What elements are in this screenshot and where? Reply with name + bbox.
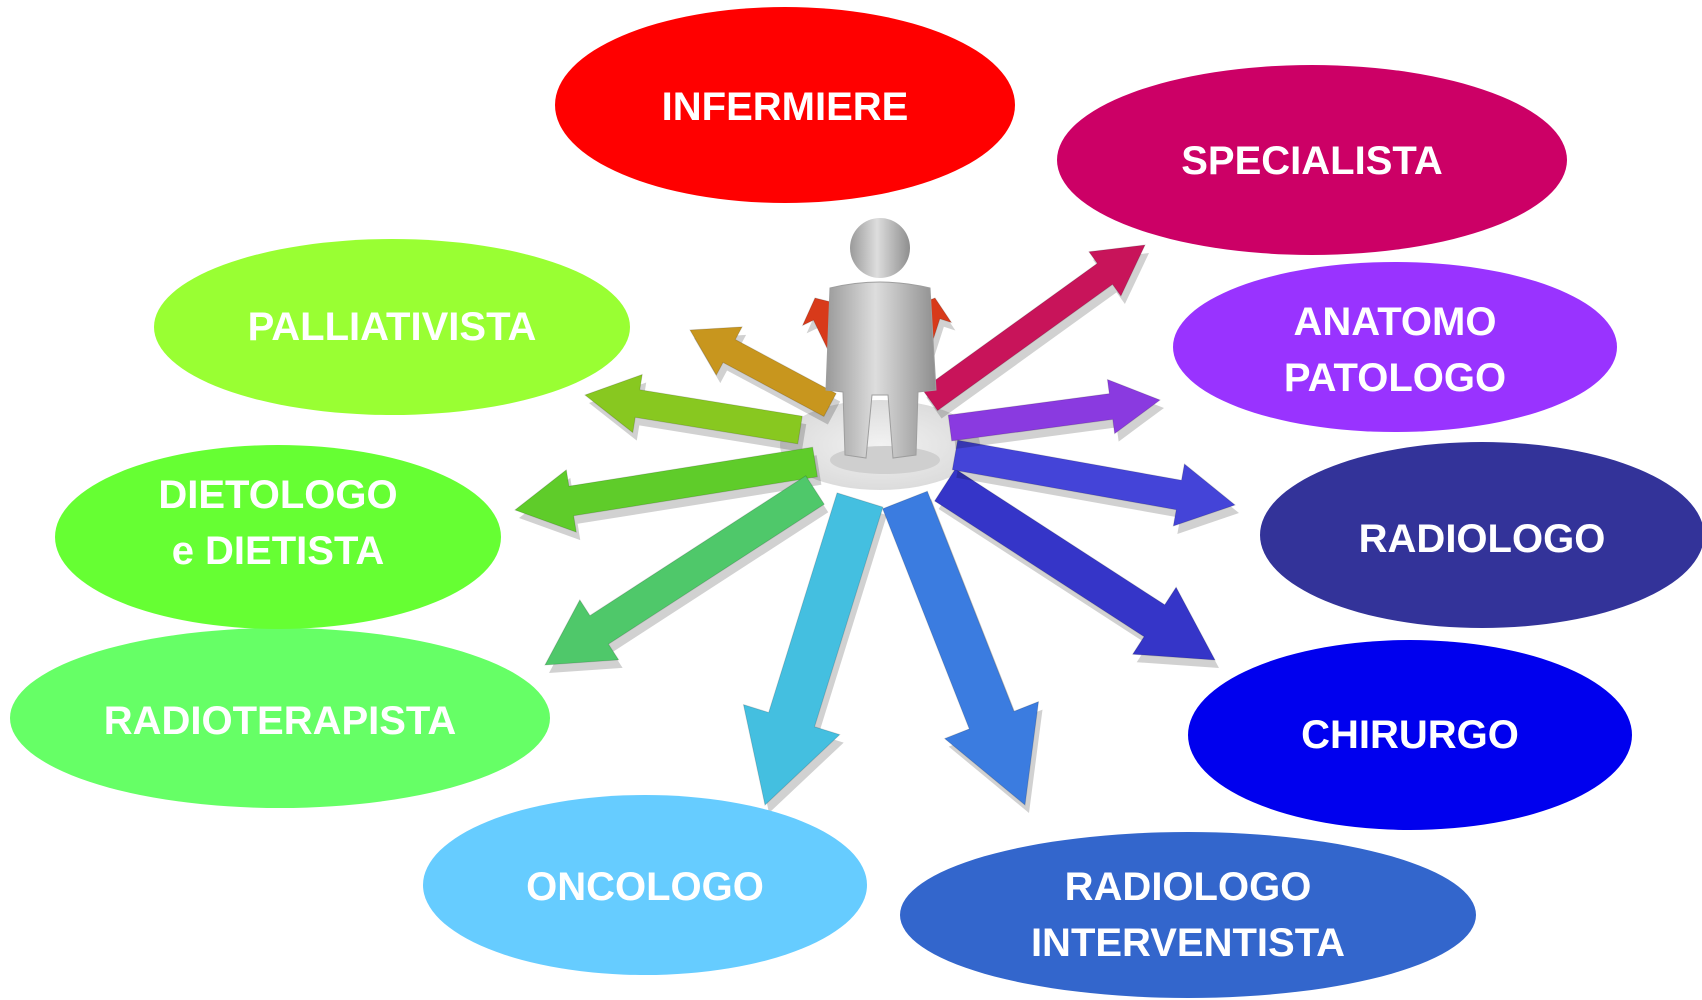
node-radioterapista: RADIOTERAPISTA	[10, 628, 550, 808]
node-palliativista: PALLIATIVISTA	[154, 239, 630, 415]
node-oncologo: ONCOLOGO	[423, 795, 867, 975]
node-dietologo-dietista: DIETOLOGO e DIETISTA	[55, 445, 501, 629]
node-chirurgo: CHIRURGO	[1188, 640, 1632, 830]
arrow	[689, 326, 837, 418]
node-ellipse	[1173, 262, 1617, 432]
arrow	[544, 475, 825, 666]
arrow	[882, 490, 1040, 806]
node-label: CHIRURGO	[1301, 713, 1519, 757]
node-label: DIETOLOGO	[158, 473, 397, 517]
node-specialista: SPECIALISTA	[1057, 65, 1567, 255]
nodes-group: INFERMIERE SPECIALISTA ANATOMO PATOLOGO RADI…	[10, 7, 1702, 998]
node-label: PALLIATIVISTA	[248, 305, 537, 349]
node-label: INFERMIERE	[662, 85, 909, 129]
figure-head	[850, 218, 910, 278]
node-label: RADIOTERAPISTA	[104, 699, 457, 743]
node-label: INTERVENTISTA	[1031, 921, 1345, 965]
person-figure	[825, 218, 940, 474]
figure-torso	[825, 281, 937, 459]
arrow	[947, 378, 1162, 442]
node-label: e DIETISTA	[172, 529, 385, 573]
node-label: SPECIALISTA	[1181, 139, 1443, 183]
node-radiologo: RADIOLOGO	[1260, 442, 1702, 628]
arrow	[513, 446, 818, 533]
node-radiologo-interventista: RADIOLOGO INTERVENTISTA	[900, 832, 1476, 998]
node-anatomo-patologo: ANATOMO PATOLOGO	[1173, 262, 1617, 432]
node-ellipse	[900, 832, 1476, 998]
node-ellipse	[55, 445, 501, 629]
arrows-group	[513, 244, 1239, 813]
node-ellipse	[423, 795, 867, 975]
node-label: PATOLOGO	[1284, 356, 1506, 400]
arrow	[933, 468, 1216, 661]
node-ellipse	[154, 239, 630, 415]
arrow	[742, 492, 884, 806]
node-label: RADIOLOGO	[1065, 865, 1312, 909]
node-label: RADIOLOGO	[1359, 517, 1606, 561]
node-ellipse	[555, 7, 1015, 203]
node-label: ONCOLOGO	[526, 865, 764, 909]
arrow	[921, 244, 1146, 412]
node-infermiere: INFERMIERE	[555, 7, 1015, 203]
node-label: ANATOMO	[1294, 300, 1497, 344]
node-ellipse	[10, 628, 550, 808]
arrow	[951, 439, 1237, 527]
node-ellipse	[1188, 640, 1632, 830]
node-ellipse	[1260, 442, 1702, 628]
arrow	[583, 373, 803, 445]
node-ellipse	[1057, 65, 1567, 255]
